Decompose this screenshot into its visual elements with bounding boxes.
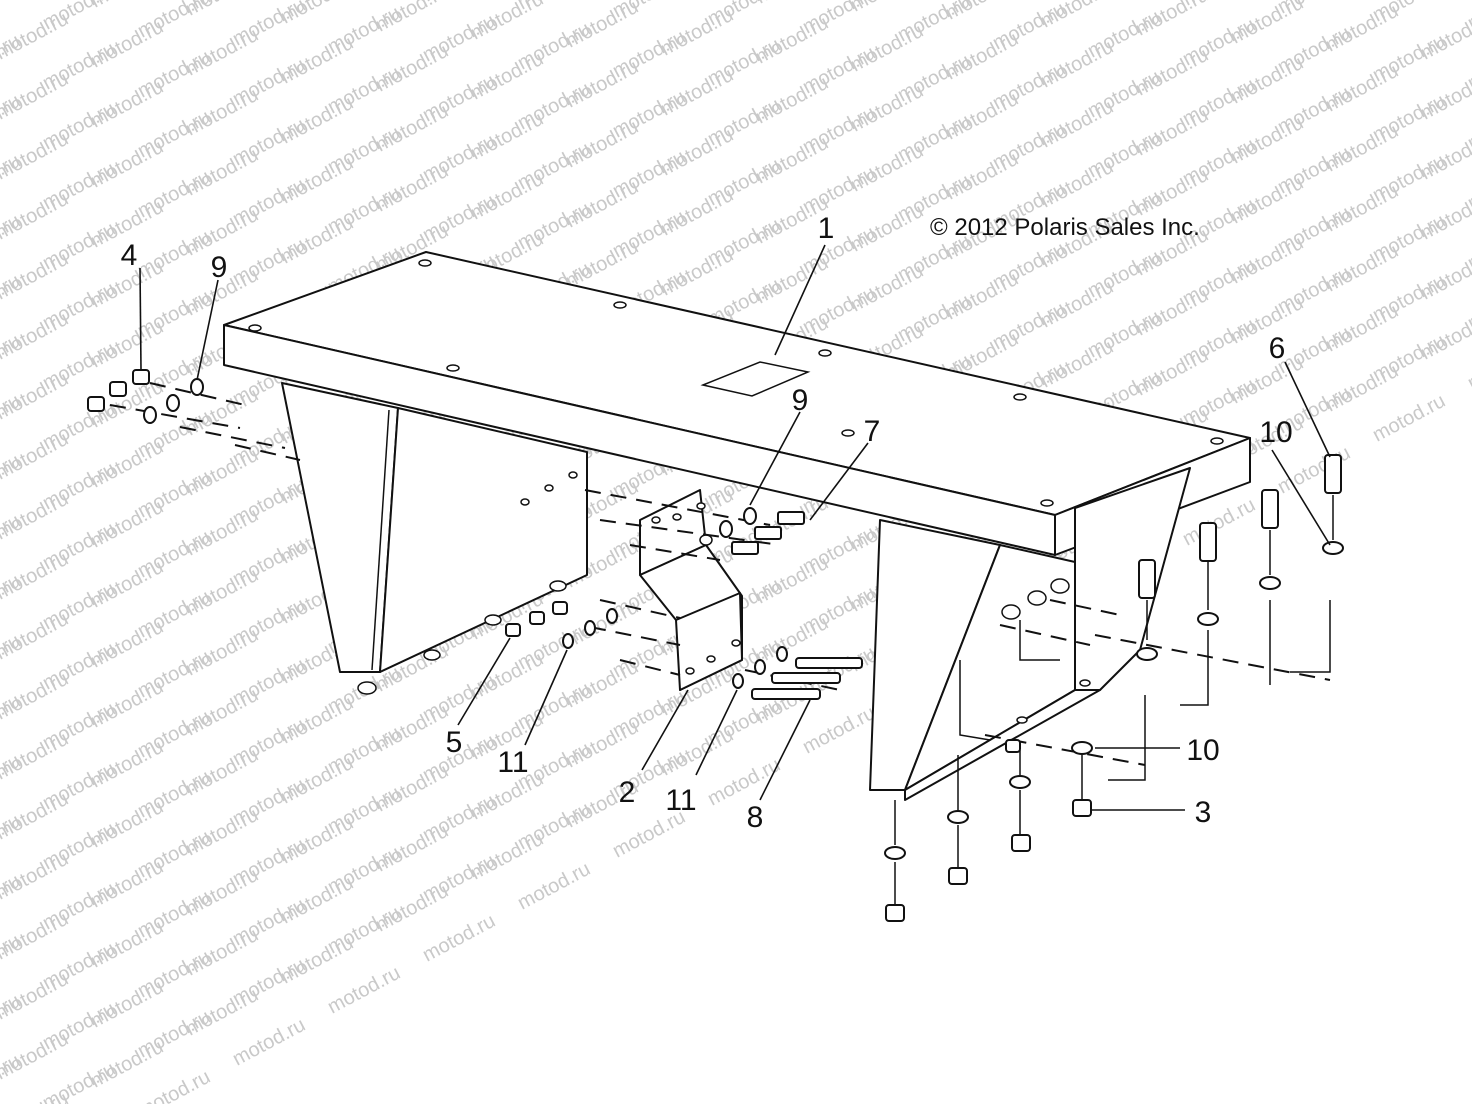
callout-10-upper: 10: [1259, 416, 1292, 449]
watermark-text: motod.ru: [1369, 390, 1449, 446]
watermark-text: motod.ru: [0, 788, 72, 844]
long-bolts: [732, 646, 863, 700]
rack-left-leg: [281, 382, 588, 695]
watermark-text: motod.ru: [324, 962, 404, 1018]
callout-5: 5: [446, 726, 463, 759]
callout-10-lower: 10: [1186, 734, 1219, 767]
watermark-text: motod.ru: [0, 428, 72, 484]
callout-8: 8: [747, 801, 764, 834]
watermark-text: motod.ru: [182, 0, 262, 20]
watermark-text: motod.ru: [0, 248, 72, 304]
callout-1: 1: [818, 212, 835, 245]
callout-6: 6: [1269, 332, 1286, 365]
center-bracket: [639, 489, 743, 691]
rack-right-leg: [869, 467, 1191, 801]
hardware: [87, 369, 1344, 922]
assembly-lines: [109, 382, 1334, 905]
watermark-text: motod.ru: [229, 1014, 309, 1070]
callout-4: 4: [121, 239, 138, 272]
watermark-text: motod.ru: [0, 728, 72, 784]
watermark-text: motod.ru: [0, 488, 72, 544]
watermark-text: motod.ru: [0, 308, 72, 364]
watermark-text: motod.ru: [514, 858, 594, 914]
watermark-text: motod.ru: [0, 68, 72, 124]
copyright-text: © 2012 Polaris Sales Inc.: [930, 214, 1200, 241]
watermark-text: motod.ru: [0, 1028, 72, 1084]
center-nuts-washers: [505, 601, 618, 649]
left-nuts-washers: [87, 369, 204, 424]
watermark-text: motod.ru: [704, 754, 784, 810]
callout-11-left: 11: [497, 746, 528, 779]
deck-cutout: [700, 361, 811, 397]
callout-11-center: 11: [665, 784, 696, 817]
right-bolts: [1138, 454, 1342, 599]
callout-9-left: 9: [211, 251, 228, 284]
watermark-text: motod.ru: [419, 910, 499, 966]
watermark-text: motod.ru: [1417, 0, 1472, 4]
leader-lines: [139, 244, 1331, 811]
watermark-text: motod.ru: [1227, 0, 1307, 48]
watermark-text: motod.ru: [0, 668, 72, 724]
callout-7: 7: [864, 415, 881, 448]
watermark-text: motod.ru: [942, 0, 1022, 24]
watermark-text: motod.ru: [134, 1066, 214, 1104]
rack-assembly: [223, 251, 1251, 801]
right-washers: [884, 541, 1344, 860]
watermark-text: motod.ru: [0, 608, 72, 664]
watermark-text: motod.ru: [0, 188, 72, 244]
bottom-nuts: [885, 739, 1092, 922]
deck-holes: [248, 259, 1224, 507]
watermark-text: motod.ru: [87, 0, 167, 12]
callout-2: 2: [619, 776, 636, 809]
watermark-text: motod.ru: [1464, 0, 1472, 34]
callout-9-center: 9: [792, 384, 809, 417]
watermark-text: motod.ru: [0, 128, 72, 184]
watermark-text: motod.ru: [0, 8, 72, 64]
watermark-text: motod.ru: [0, 368, 72, 424]
callouts: 1 4 9 9 7 6 10 10 3 5 11 2 11 8: [121, 212, 1293, 834]
watermark-text: motod.ru: [277, 0, 357, 28]
watermark-text: motod.ru: [562, 0, 642, 52]
center-bolts: [719, 507, 805, 555]
watermark-text: motod.ru: [847, 0, 927, 16]
watermark-text: motod.ru: [0, 848, 72, 904]
watermark-text: motod.ru: [467, 0, 547, 44]
watermark-text: motod.ru: [1132, 0, 1212, 40]
callout-3: 3: [1195, 796, 1212, 829]
watermark-text: motod.ru: [372, 0, 452, 36]
watermark-text: motod.ru: [0, 548, 72, 604]
watermark-text: motod.ru: [1274, 442, 1354, 498]
watermark-text: motod.ru: [0, 1088, 72, 1104]
watermark-text: motod.ru: [1464, 338, 1472, 394]
watermark-text: motod.ru: [0, 968, 72, 1024]
watermark-text: motod.ru: [799, 702, 879, 758]
watermark-text: motod.ru: [0, 908, 72, 964]
